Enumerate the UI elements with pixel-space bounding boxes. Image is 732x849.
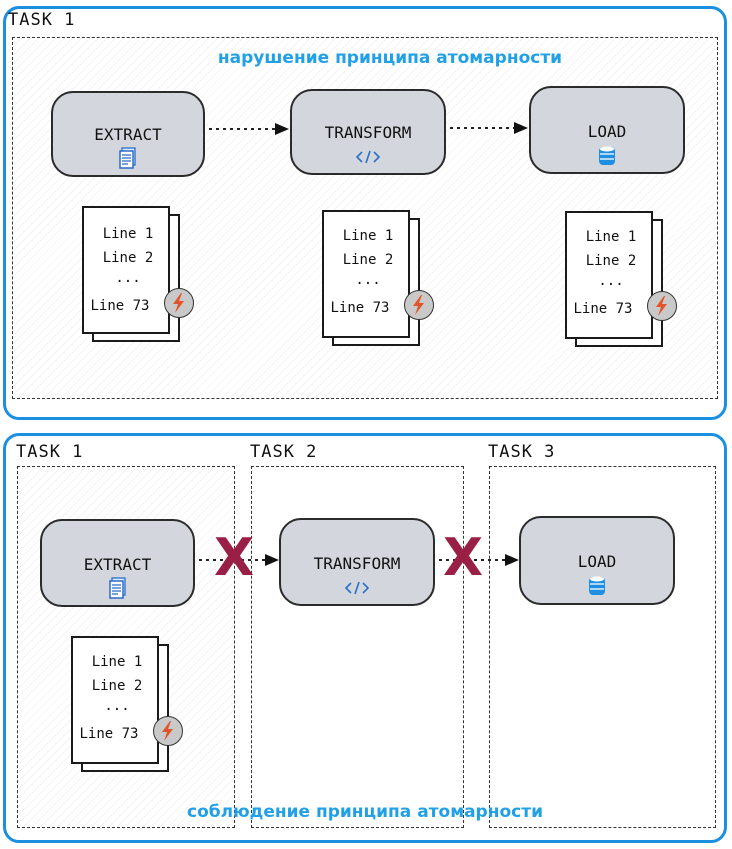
task2-label: TASK 2 bbox=[250, 442, 318, 462]
top-arrow-transform-load bbox=[450, 122, 528, 134]
database-icon bbox=[598, 145, 616, 171]
top-task-label: TASK 1 bbox=[8, 10, 76, 30]
top-arrow-extract-transform bbox=[209, 123, 289, 135]
bottom-transform-box: TRANSFORM bbox=[279, 518, 435, 606]
failure-bolt-icon bbox=[404, 290, 434, 320]
task3-label: TASK 3 bbox=[488, 442, 556, 462]
failure-bolt-icon bbox=[647, 291, 677, 321]
doc-line: ... bbox=[115, 270, 141, 286]
blocked-x-mark: X bbox=[214, 528, 255, 588]
code-icon bbox=[344, 580, 370, 600]
doc-line: Line 73 bbox=[573, 301, 633, 317]
doc-line: Line 2 bbox=[585, 253, 637, 269]
document-icon bbox=[108, 577, 127, 603]
top-load-label: LOAD bbox=[587, 122, 627, 141]
top-transform-label: TRANSFORM bbox=[324, 123, 412, 142]
top-doc-1: Line 1 Line 2 ... Line 73 bbox=[82, 206, 194, 342]
bottom-doc-1: Line 1 Line 2 ... Line 73 bbox=[71, 636, 183, 772]
doc-line: Line 2 bbox=[102, 250, 154, 266]
database-icon bbox=[588, 575, 606, 601]
top-load-box: LOAD bbox=[529, 86, 685, 174]
doc-line: Line 1 bbox=[102, 226, 154, 242]
code-icon bbox=[355, 149, 381, 169]
bottom-load-label: LOAD bbox=[577, 552, 617, 571]
doc-line: Line 2 bbox=[342, 252, 394, 268]
doc-line: Line 1 bbox=[91, 654, 143, 670]
failure-bolt-icon bbox=[153, 716, 183, 746]
bottom-arrow-transform-load bbox=[439, 554, 519, 566]
bottom-load-box: LOAD bbox=[519, 516, 675, 605]
doc-line: ... bbox=[598, 273, 624, 289]
doc-line: ... bbox=[104, 698, 130, 714]
top-transform-box: TRANSFORM bbox=[290, 89, 446, 175]
bottom-extract-label: EXTRACT bbox=[83, 555, 152, 574]
doc-line: Line 1 bbox=[585, 229, 637, 245]
bottom-transform-label: TRANSFORM bbox=[313, 554, 401, 573]
doc-line: Line 2 bbox=[91, 678, 143, 694]
doc-line: Line 1 bbox=[342, 228, 394, 244]
top-extract-label: EXTRACT bbox=[94, 125, 162, 144]
bottom-extract-box: EXTRACT bbox=[40, 519, 195, 607]
task2-area bbox=[251, 466, 464, 828]
blocked-x-mark: X bbox=[443, 528, 484, 588]
top-doc-2: Line 1 Line 2 ... Line 73 bbox=[322, 210, 434, 346]
task3-area bbox=[489, 466, 716, 828]
top-doc-3: Line 1 Line 2 ... Line 73 bbox=[565, 211, 677, 347]
document-icon bbox=[119, 147, 137, 173]
failure-bolt-icon bbox=[164, 288, 194, 318]
doc-line: Line 73 bbox=[90, 298, 150, 314]
task1-label: TASK 1 bbox=[16, 442, 84, 462]
doc-line: Line 73 bbox=[79, 726, 139, 742]
bottom-caption: соблюдение принципа атомарности bbox=[187, 802, 543, 822]
bottom-arrow-extract-transform bbox=[199, 554, 279, 566]
doc-line: ... bbox=[355, 272, 381, 288]
top-caption: нарушение принципа атомарности bbox=[217, 48, 563, 68]
doc-line: Line 73 bbox=[330, 300, 390, 316]
top-extract-box: EXTRACT bbox=[51, 91, 205, 177]
